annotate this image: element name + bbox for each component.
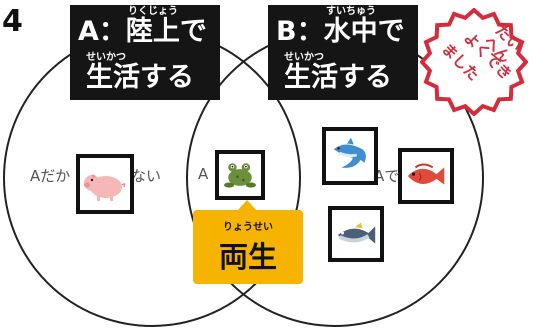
dolphin-card bbox=[322, 127, 378, 185]
region-middle-text: A bbox=[198, 165, 209, 183]
frog-card bbox=[215, 150, 265, 200]
pig-card bbox=[76, 154, 134, 214]
set-b-title: B：水中で bbox=[276, 16, 405, 47]
tuna-card bbox=[328, 206, 384, 262]
frog-icon bbox=[224, 163, 256, 188]
set-a-line2-ruby: せいかつ bbox=[86, 52, 126, 63]
question-number: 4 bbox=[2, 4, 23, 39]
region-a-text: Aだか bbox=[30, 167, 71, 185]
intersection-callout: りょうせい 両生 bbox=[193, 200, 303, 284]
set-a-title-box: りくじょう A：陸上で せいかつ 生活する bbox=[70, 5, 220, 100]
dolphin-icon bbox=[333, 137, 366, 168]
region-a-text-2: ない bbox=[131, 167, 162, 185]
intersection-label: 両生 bbox=[218, 240, 277, 274]
intersection-ruby: りょうせい bbox=[223, 222, 273, 233]
set-a-title: A：陸上で bbox=[78, 16, 207, 47]
stamp-badge-icon bbox=[419, 7, 529, 117]
set-b-title-box: すいちゅう B：水中で せいかつ 生活する bbox=[268, 5, 418, 100]
set-b-line2: 生活する bbox=[284, 62, 392, 93]
red-sea-bream-icon bbox=[407, 163, 445, 185]
praise-stamp: たいへん よくでき ました bbox=[419, 7, 529, 117]
tuna-icon bbox=[337, 222, 376, 244]
set-b-title-ruby: すいちゅう bbox=[326, 6, 376, 17]
red-sea-bream-card bbox=[398, 148, 454, 204]
set-b-line2-ruby: せいかつ bbox=[284, 52, 324, 63]
pig-icon bbox=[84, 174, 126, 201]
set-a-line2: 生活する bbox=[86, 62, 194, 93]
set-a-title-ruby: りくじょう bbox=[128, 6, 178, 17]
region-b-text: Aで bbox=[374, 167, 400, 185]
